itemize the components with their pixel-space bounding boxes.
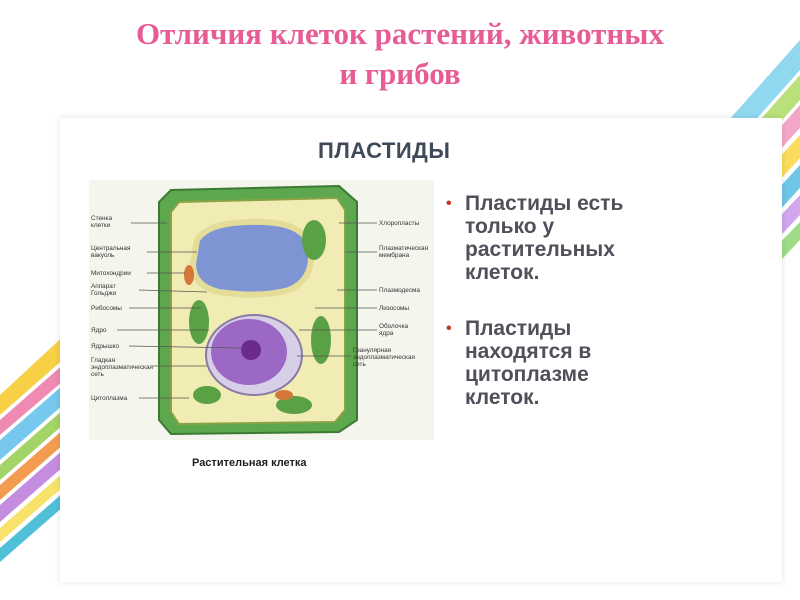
label-nucleus: Ядро (91, 327, 107, 334)
nucleolus (241, 340, 261, 360)
slide-title: Отличия клеток растений, животных и гриб… (0, 14, 800, 94)
bullet-item: • Пластиды есть только у растительных кл… (444, 192, 699, 284)
slide-title-line2: и грибов (339, 56, 461, 91)
label-ribosomes: Рибосомы (91, 304, 122, 312)
mitochondrion (275, 390, 293, 400)
chloroplast (276, 396, 312, 414)
mitochondrion (184, 265, 194, 285)
bullet-line: цитоплазме (465, 363, 589, 386)
central-vacuole (189, 218, 315, 298)
label-chloroplasts: Хлоропласты (379, 220, 420, 227)
slide-title-line1: Отличия клеток растений, животных (136, 16, 664, 51)
bullet-dot-icon: • (446, 320, 452, 337)
chloroplast (193, 386, 221, 404)
bullet-line: клеток. (465, 386, 540, 409)
label-lysosomes: Лизосомы (379, 305, 409, 312)
panel-title: ПЛАСТИДЫ (318, 138, 451, 163)
bullet-line: находятся в (465, 340, 592, 363)
chloroplast (189, 300, 209, 344)
diagram-caption: Растительная клетка (192, 457, 307, 469)
bullet-line: только у (465, 215, 555, 238)
chloroplast (302, 220, 326, 260)
bullet-list: • Пластиды есть только у растительных кл… (444, 192, 699, 409)
label-mitochondria: Митохондрии (91, 270, 131, 277)
label-nucleolus: Ядрышко (91, 343, 119, 350)
bullet-dot-icon: • (446, 195, 452, 212)
label-plasmodesma: Плазмодесма (379, 287, 420, 294)
label-cytoplasm: Цитоплазма (91, 395, 128, 402)
bullet-item: • Пластиды находятся в цитоплазме клеток… (444, 317, 699, 409)
chloroplast (311, 316, 331, 364)
bullet-line: растительных (465, 238, 615, 261)
bullet-line: Пластиды есть (465, 192, 624, 215)
bullet-line: клеток. (465, 261, 540, 284)
bullet-line: Пластиды (465, 317, 572, 340)
